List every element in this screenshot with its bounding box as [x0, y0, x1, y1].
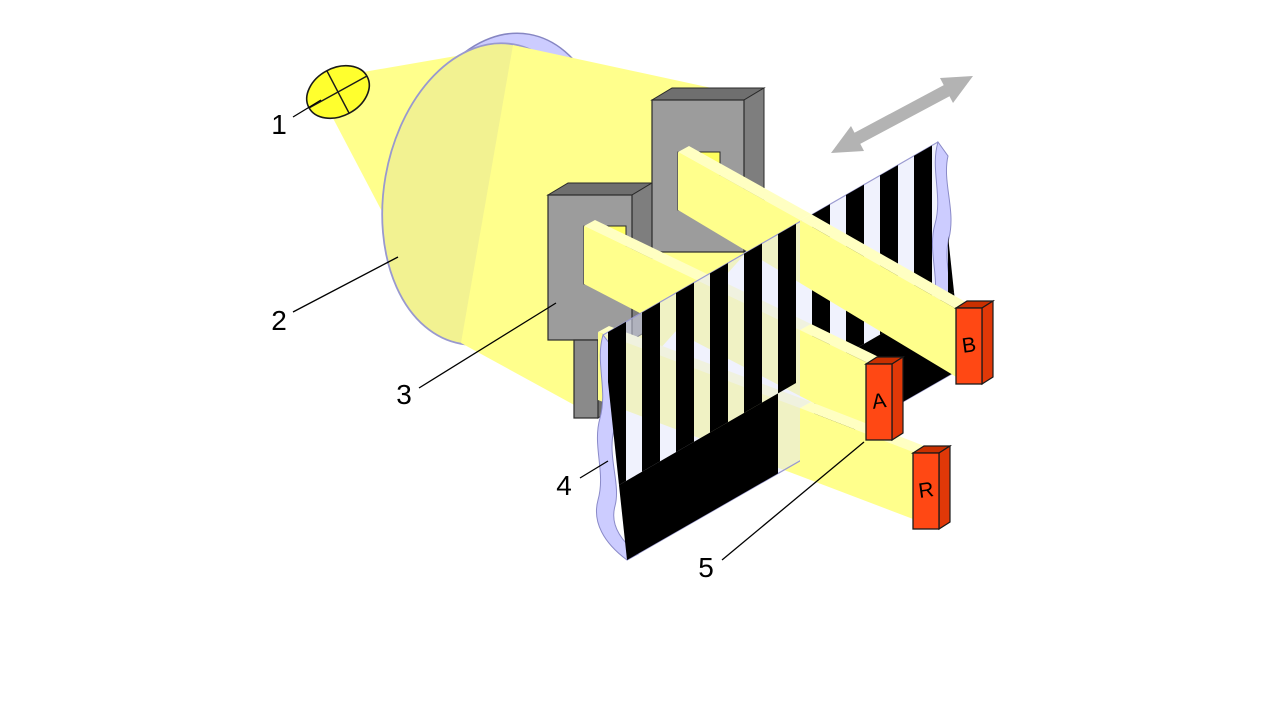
detector-r-side [938, 444, 951, 531]
detector-a-side [891, 355, 904, 442]
detector-r-label: R [917, 478, 935, 503]
callout-numbers: 1 2 3 4 5 [271, 109, 714, 583]
detector-b-front [955, 307, 983, 385]
callout-1: 1 [271, 109, 287, 140]
beam-a-exit-top [800, 324, 889, 368]
leader-line-2 [292, 256, 399, 313]
callout-5: 5 [698, 552, 714, 583]
beam-b-exit-top [800, 214, 969, 310]
photodetectors: A B R [863, 299, 996, 531]
arrow-head-right [940, 76, 973, 103]
beam-a-exit [800, 330, 878, 436]
callout-4: 4 [556, 470, 572, 501]
detector-a-label: A [871, 389, 888, 414]
leader-line-4 [579, 460, 609, 479]
detector-a: A [863, 355, 906, 442]
beam-b-top [678, 146, 811, 220]
detector-b: B [953, 299, 996, 386]
detector-r-front [912, 452, 940, 530]
detector-b-label: B [961, 333, 978, 358]
beams-after-scale [800, 214, 969, 522]
arrow-shaft [854, 85, 950, 144]
leader-line-5 [721, 441, 865, 561]
detector-b-side [981, 299, 994, 386]
beam-b-exit [800, 220, 958, 378]
arrow-head-left [831, 126, 864, 153]
callout-2: 2 [271, 305, 287, 336]
callout-3: 3 [396, 379, 412, 410]
leader-line-3 [418, 302, 557, 389]
bulb-cross-line [326, 70, 350, 114]
mask-support-front [573, 339, 599, 419]
leader-line-1 [292, 99, 322, 118]
leader-lines [292, 99, 865, 561]
motion-arrow-icon [831, 76, 973, 153]
beam-r-exit [800, 408, 921, 522]
detector-r: R [910, 444, 953, 531]
detector-a-front [865, 363, 893, 441]
